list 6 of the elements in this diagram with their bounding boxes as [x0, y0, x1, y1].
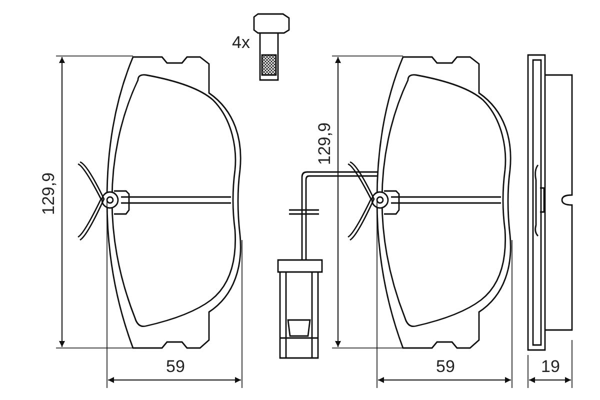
dimension-label: 59: [436, 358, 455, 375]
dimension-label: 59: [166, 358, 185, 375]
quantity-label: 4x: [232, 34, 250, 51]
dimension-label: 19: [541, 358, 560, 375]
dimension-label: 129,9: [40, 172, 57, 215]
dimension-label: 129,9: [316, 122, 333, 165]
